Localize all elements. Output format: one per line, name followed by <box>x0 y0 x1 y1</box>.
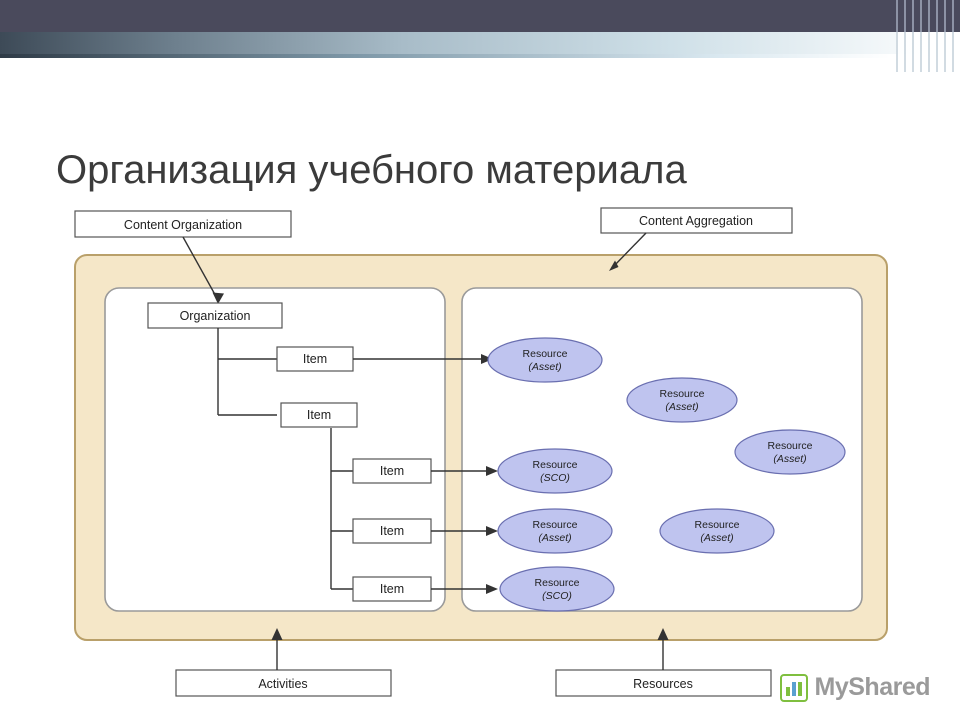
resource-node-7-line2: (SCO) <box>542 590 572 602</box>
resource-node-2-line1: Resource <box>660 388 705 400</box>
resource-node-6: Resource (Asset) <box>659 508 775 554</box>
item-node-2-label: Item <box>307 408 331 422</box>
myshared-watermark-text: MyShared <box>814 673 931 701</box>
callout-resources: Resources <box>555 628 772 697</box>
callout-activities-label: Activities <box>258 677 307 691</box>
resource-node-1-line2: (Asset) <box>528 361 561 373</box>
resource-node-3-line1: Resource <box>768 440 813 452</box>
resource-node-7-line1: Resource <box>535 577 580 589</box>
callout-content-aggregation-label: Content Aggregation <box>639 214 753 228</box>
myshared-watermark: MyShared <box>779 673 931 702</box>
resource-node-5-line2: (Asset) <box>538 532 571 544</box>
organization-node: Organization <box>147 302 283 329</box>
activities-panel <box>104 287 446 612</box>
resource-node-3: Resource (Asset) <box>734 429 846 475</box>
resource-node-4: Resource (SCO) <box>497 448 613 494</box>
resource-node-3-line2: (Asset) <box>773 453 806 465</box>
page-title: Организация учебного материала <box>56 148 687 192</box>
callout-content-aggregation: Content Aggregation <box>600 207 793 271</box>
resource-node-4-line2: (SCO) <box>540 472 570 484</box>
callout-resources-label: Resources <box>633 677 693 691</box>
item-node-3-label: Item <box>380 464 404 478</box>
resource-node-6-line2: (Asset) <box>700 532 733 544</box>
organization-node-label: Organization <box>180 309 251 323</box>
item-node-2: Item <box>280 402 358 428</box>
banner-gradient-bar <box>0 32 960 54</box>
slide-top-banner <box>0 0 960 72</box>
item-resource-arrows <box>353 358 492 590</box>
item-node-4: Item <box>352 518 432 544</box>
item-node-1-label: Item <box>303 352 327 366</box>
banner-dark-bar <box>0 0 960 32</box>
banner-accent-line <box>0 54 890 58</box>
item-node-4-label: Item <box>380 524 404 538</box>
resource-node-2: Resource (Asset) <box>626 377 738 423</box>
tree-connectors <box>217 328 353 590</box>
myshared-logo-icon <box>779 673 808 702</box>
content-aggregation-diagram: Content Organization Content Aggregation… <box>0 200 960 720</box>
resource-node-5: Resource (Asset) <box>497 508 613 554</box>
resource-node-7: Resource (SCO) <box>499 566 615 612</box>
resource-node-1-line1: Resource <box>523 348 568 360</box>
resource-node-5-line1: Resource <box>533 519 578 531</box>
banner-stripes-dark <box>896 0 960 32</box>
callout-content-organization: Content Organization <box>74 210 292 304</box>
resource-node-2-line2: (Asset) <box>665 401 698 413</box>
callout-content-organization-label: Content Organization <box>124 218 242 232</box>
resource-node-4-line1: Resource <box>533 459 578 471</box>
callout-activities: Activities <box>175 628 392 697</box>
item-resource-arrowheads <box>481 354 498 594</box>
item-node-1: Item <box>276 346 354 372</box>
item-node-3: Item <box>352 458 432 484</box>
resource-node-1: Resource (Asset) <box>487 337 603 383</box>
resource-node-6-line1: Resource <box>695 519 740 531</box>
item-node-5-label: Item <box>380 582 404 596</box>
item-node-5: Item <box>352 576 432 602</box>
